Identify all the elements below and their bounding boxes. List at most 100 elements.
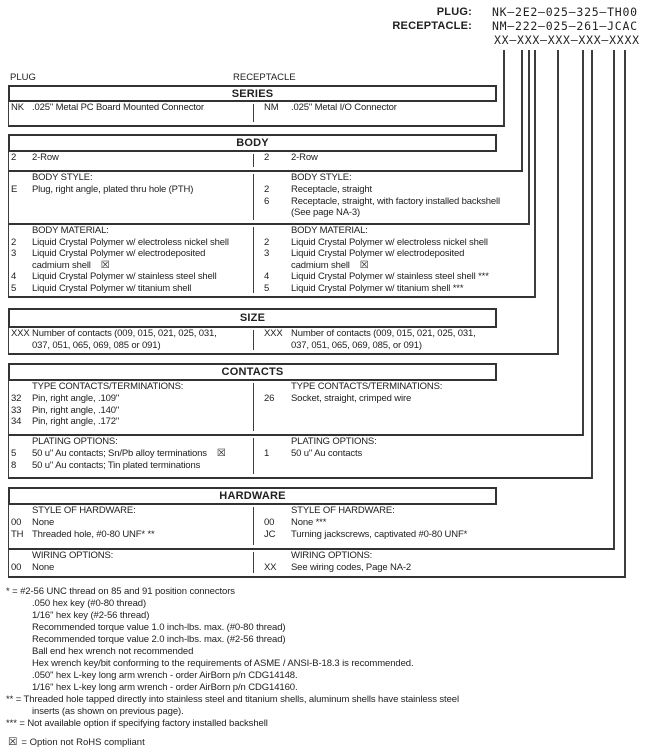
table-row: 3 Liquid Crystal Polymer w/ electrodepos… (264, 248, 533, 260)
table-row: 3 Liquid Crystal Polymer w/ electrodepos… (11, 248, 253, 260)
column-divider (253, 383, 254, 431)
option-desc: Liquid Crystal Polymer w/ electrodeposit… (32, 248, 206, 259)
footnote-line: Hex wrench key/bit conforming to the req… (32, 658, 414, 669)
option-code: 1 (264, 447, 270, 459)
option-desc: 50 u" Au contacts; Tin plated terminatio… (32, 459, 201, 471)
body-title: BODY (236, 137, 269, 149)
rohs-not-compliant-icon: ☒ (100, 259, 110, 271)
option-desc: Threaded hole, #0-80 UNF* ** (32, 528, 155, 540)
table-row: 2 2-Row (264, 152, 521, 164)
option-desc: Liquid Crystal Polymer w/ titanium shell… (291, 282, 464, 294)
option-code: 4 (11, 271, 17, 282)
size-content: XXX Number of contacts (009, 015, 021, 0… (8, 328, 558, 355)
connector-line-hardware-style (613, 50, 615, 550)
option-desc-continuation: 037, 051, 065, 069, 085 or 091) (32, 339, 161, 351)
option-desc-continuation: 037, 051, 065, 069, 085, or 091) (291, 339, 422, 351)
table-row: JC Turning jackscrews, captivated #0-80 … (264, 529, 612, 541)
hardware-style-content: STYLE OF HARDWARE: 00 None TH Threaded h… (8, 505, 614, 550)
option-code: 34 (11, 416, 22, 428)
table-row: 2 Liquid Crystal Polymer w/ electroless … (264, 237, 533, 249)
option-desc: None (32, 516, 55, 528)
option-code: 5 (11, 282, 17, 294)
connector-line-wiring (624, 50, 626, 578)
table-row: 32 Pin, right angle, .109" (11, 393, 253, 405)
rohs-legend: ☒= Option not RoHS compliant (8, 736, 145, 749)
option-desc: 2-Row (291, 152, 318, 163)
connector-line-size (557, 50, 559, 355)
series-content: NK .025" Metal PC Board Mounted Connecto… (8, 102, 505, 127)
option-code: XXX (264, 328, 283, 339)
table-row: 33 Pin, right angle, .140" (11, 405, 253, 417)
rohs-not-compliant-icon: ☒ (359, 259, 369, 271)
option-desc: 50 u" Au contacts; Sn/Pb alloy terminati… (32, 447, 207, 459)
table-row: 26 Socket, straight, crimped wire (264, 393, 581, 405)
hardware-title: HARDWARE (219, 490, 286, 502)
option-code: XX (264, 561, 277, 573)
rohs-legend-text: = Option not RoHS compliant (21, 737, 145, 748)
option-code: 26 (264, 392, 275, 404)
plug-example-code: NK–2E2–025–325–TH00 (492, 5, 638, 19)
option-desc: Pin, right angle, .109" (32, 392, 120, 404)
option-desc: 2-Row (32, 152, 59, 163)
option-code: 00 (11, 516, 22, 528)
footnote-line: ** = Threaded hole tapped directly into … (6, 694, 459, 705)
table-row: 2 Receptacle, straight (264, 184, 527, 196)
option-desc: 50 u" Au contacts; Sn/Pb alloy terminati… (32, 448, 253, 460)
option-code: 00 (11, 561, 22, 573)
option-desc-continuation: cadmium shell☒ (264, 260, 533, 272)
group-heading: WIRING OPTIONS: (291, 550, 373, 561)
table-row: 5 Liquid Crystal Polymer w/ titanium she… (11, 283, 253, 295)
table-row: 4 Liquid Crystal Polymer w/ stainless st… (264, 271, 533, 283)
part-number-mask: XX–XXX–XXX–XXX–XXXX (494, 33, 640, 47)
body-row-content: 2 2-Row 2 2-Row (8, 152, 523, 172)
option-code: NK (11, 102, 24, 113)
table-row: TH Threaded hole, #0-80 UNF* ** (11, 529, 253, 541)
option-code: 00 (264, 516, 275, 528)
contact-type-content: TYPE CONTACTS/TERMINATIONS: 32 Pin, righ… (8, 381, 583, 436)
section-header-contacts: CONTACTS (8, 363, 497, 381)
group-heading: TYPE CONTACTS/TERMINATIONS: (32, 381, 184, 392)
connector-line-body-row (521, 50, 523, 172)
option-desc: Turning jackscrews, captivated #0-80 UNF… (291, 528, 468, 540)
option-desc: Liquid Crystal Polymer w/ electroless ni… (32, 236, 229, 248)
plug-example-label: PLUG: (436, 6, 472, 18)
section-header-hardware: HARDWARE (8, 487, 497, 505)
option-code: 5 (264, 282, 270, 294)
group-heading: BODY STYLE: (291, 172, 352, 183)
group-heading: STYLE OF HARDWARE: (32, 505, 136, 516)
receptacle-example-label: RECEPTACLE: (392, 20, 472, 32)
option-code: NM (264, 102, 279, 113)
table-row: 00 None *** (264, 517, 612, 529)
connector-line-body-material (534, 50, 536, 298)
option-desc: Pin, right angle, .172" (32, 416, 120, 428)
group-heading: BODY STYLE: (32, 172, 93, 183)
column-divider (253, 330, 254, 350)
column-divider (253, 552, 254, 573)
section-header-size: SIZE (8, 308, 497, 328)
footnote-line: .050" hex L-key long arm wrench - order … (32, 670, 298, 681)
footnote-line: .050 hex key (#0-80 thread) (32, 598, 147, 609)
column-divider (253, 227, 254, 293)
table-row: XXX Number of contacts (009, 015, 021, 0… (264, 328, 556, 340)
group-heading: STYLE OF HARDWARE: (291, 505, 395, 516)
option-desc: Socket, straight, crimped wire (291, 392, 412, 404)
footnote-line: Ball end hex wrench not recommended (32, 646, 194, 657)
footnote-line: inserts (as shown on previous page). (32, 706, 184, 717)
column-divider (253, 174, 254, 220)
rohs-not-compliant-icon: ☒ (8, 736, 18, 748)
series-title: SERIES (231, 87, 274, 100)
option-code: E (11, 183, 18, 195)
option-desc: .025" Metal I/O Connector (291, 102, 397, 113)
table-row: XXX Number of contacts (009, 015, 021, 0… (11, 328, 253, 340)
option-desc: None *** (291, 516, 327, 528)
option-code: 2 (264, 183, 270, 195)
body-style-content: BODY STYLE: E Plug, right angle, plated … (8, 172, 529, 225)
option-code: 6 (264, 195, 270, 207)
receptacle-example-code: NM–222–025–261–JCAC (492, 19, 638, 33)
footnote-line: Recommended torque value 2.0 inch-lbs. m… (32, 634, 286, 645)
table-row: 34 Pin, right angle, .172" (11, 416, 253, 428)
option-code: 2 (264, 236, 270, 248)
table-row: NK .025" Metal PC Board Mounted Connecto… (11, 102, 253, 114)
connector-line-contact-type (582, 50, 584, 436)
option-desc: Liquid Crystal Polymer w/ electrodeposit… (291, 248, 465, 259)
